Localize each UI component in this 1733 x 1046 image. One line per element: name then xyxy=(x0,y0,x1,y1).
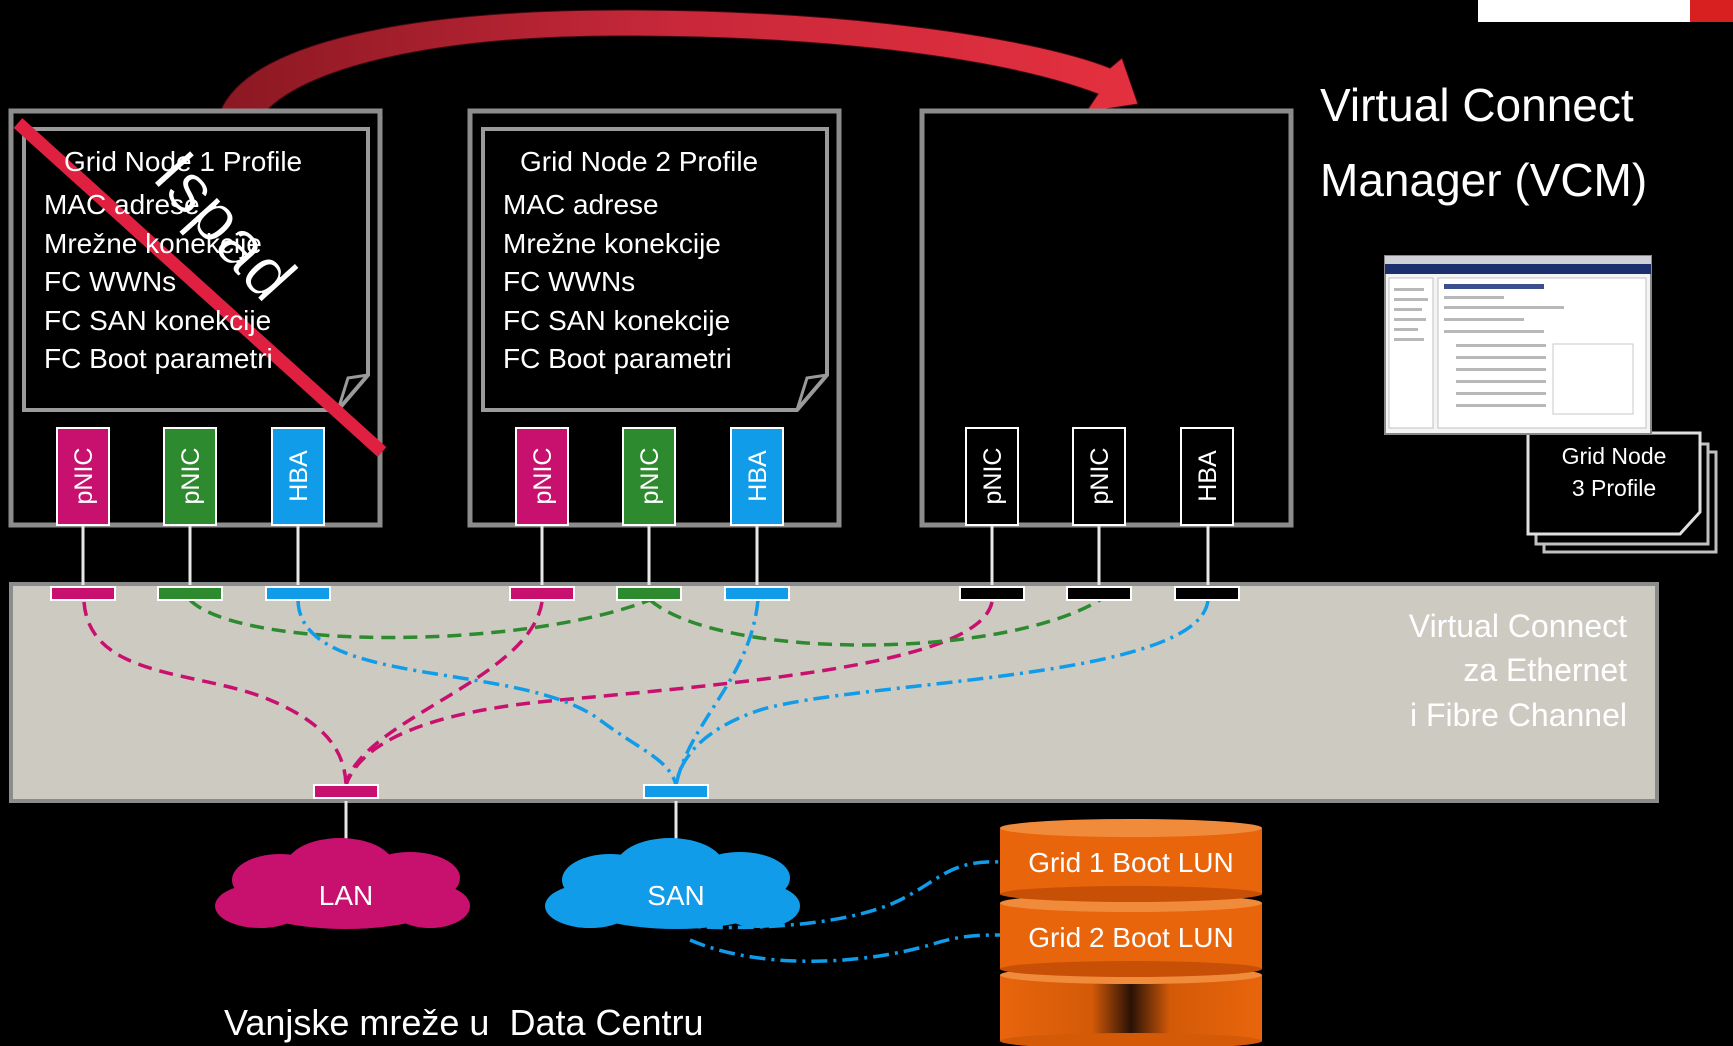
san-cloud xyxy=(545,838,800,929)
port-label-2-1: pNIC xyxy=(529,448,557,505)
port-box-3-1 xyxy=(965,427,1019,526)
port-uplinks xyxy=(81,525,1210,858)
profile-1-item: FC SAN konekcije xyxy=(44,304,272,336)
profile-2-item: FC SAN konekcije xyxy=(503,304,731,336)
failure-strike-line xyxy=(13,118,387,457)
port-label-1-1: pNIC xyxy=(70,448,98,505)
vc-port-2-2 xyxy=(616,586,682,601)
san-link-1 xyxy=(296,599,678,786)
profile-1-title: Grid Node 1 Profile xyxy=(64,146,303,177)
port-label-1-2: pNIC xyxy=(177,448,205,505)
storage-array xyxy=(1000,819,1262,1046)
port-label-3-3: HBA xyxy=(1194,450,1222,502)
profile-1-item: FC WWNs xyxy=(44,266,177,297)
profile-document-2 xyxy=(481,127,829,412)
vc-port-1-3 xyxy=(265,586,331,601)
profile-1-items: MAC adrese Mrežne konekcije FC WWNs FC S… xyxy=(44,186,273,379)
san-lun2-link xyxy=(689,933,1001,963)
vc-port-2-1 xyxy=(509,586,575,601)
port-box-1-3 xyxy=(271,427,325,526)
green-link-1 xyxy=(188,598,651,640)
san-label: SAN xyxy=(647,880,705,911)
spare-profile-line2: 3 Profile xyxy=(1571,475,1657,501)
profile-2-items: MAC adrese Mrežne konekcije FC WWNs FC S… xyxy=(503,186,732,379)
profile-document-1-fold xyxy=(336,373,369,411)
vc-port-connectors xyxy=(50,586,1240,799)
port-label-3-2: pNIC xyxy=(1086,448,1114,505)
profile-2-item: MAC adrese xyxy=(503,189,659,220)
port-box-2-1 xyxy=(515,427,569,526)
port-label-3-1: pNIC xyxy=(979,448,1007,505)
vc-port-3-1 xyxy=(959,586,1025,601)
port-box-2-3 xyxy=(730,427,784,526)
vcm-title-line1: Virtual Connect xyxy=(1320,79,1634,131)
vc-port-1-2 xyxy=(157,586,223,601)
port-label-1-3: HBA xyxy=(285,450,313,502)
profile-2-title: Grid Node 2 Profile xyxy=(520,146,759,177)
profile-1-item: MAC adrese xyxy=(44,189,200,220)
footer-caption: Vanjske mreže u Data Centru xyxy=(224,1002,704,1043)
port-box-2-2 xyxy=(622,427,676,526)
san-lun1-link xyxy=(675,860,1001,930)
vc-uplink-san xyxy=(643,784,709,799)
vc-uplink-lan xyxy=(313,784,379,799)
vc-module-line3: i Fibre Channel xyxy=(1410,697,1627,733)
corner-logo-bar xyxy=(1478,0,1733,22)
port-box-3-2 xyxy=(1072,427,1126,526)
port-box-3-3 xyxy=(1180,427,1234,526)
profile-1-item: FC Boot parametri xyxy=(44,343,273,374)
profile-2-item: Mrežne konekcije xyxy=(503,227,721,259)
vc-module-line2: za Ethernet xyxy=(1463,652,1627,688)
lun-2-label: Grid 2 Boot LUN xyxy=(1028,922,1234,953)
port-box-1-2 xyxy=(163,427,217,526)
port-label-2-2: pNIC xyxy=(636,448,664,505)
vcm-screenshot-thumbnail xyxy=(1384,255,1652,435)
lan-label: LAN xyxy=(318,880,374,911)
lan-link-1 xyxy=(82,601,348,786)
profile-1-item: Mrežne konekcije xyxy=(44,227,262,259)
profile-document-2-fold xyxy=(795,373,828,411)
spare-profile-card xyxy=(1526,431,1702,536)
virtual-connect-module xyxy=(9,582,1659,803)
vc-port-3-3 xyxy=(1174,586,1240,601)
vc-port-3-2 xyxy=(1066,586,1132,601)
san-link-3 xyxy=(674,599,1210,786)
vcm-title-line2: Manager (VCM) xyxy=(1320,154,1648,206)
green-link-2 xyxy=(648,598,1101,647)
profile-2-item: FC WWNs xyxy=(503,266,636,297)
profile-2-item: FC Boot parametri xyxy=(503,343,732,374)
vc-module-line1: Virtual Connect xyxy=(1408,608,1627,644)
lan-cloud xyxy=(215,838,470,929)
server-ports: pNIC pNIC HBA pNIC pNIC HBA pNIC pNIC HBA xyxy=(56,427,1234,526)
spare-profile-line1: Grid Node xyxy=(1561,443,1667,469)
migration-arrow xyxy=(217,9,1139,119)
vc-port-1-1 xyxy=(50,586,116,601)
port-label-2-3: HBA xyxy=(744,450,772,502)
vc-port-2-3 xyxy=(724,586,790,601)
corner-logo-accent xyxy=(1690,0,1733,22)
vc-internal-connections xyxy=(82,598,1210,786)
lun-1-label: Grid 1 Boot LUN xyxy=(1028,847,1234,878)
port-box-1-1 xyxy=(56,427,110,526)
san-link-2 xyxy=(674,599,760,786)
